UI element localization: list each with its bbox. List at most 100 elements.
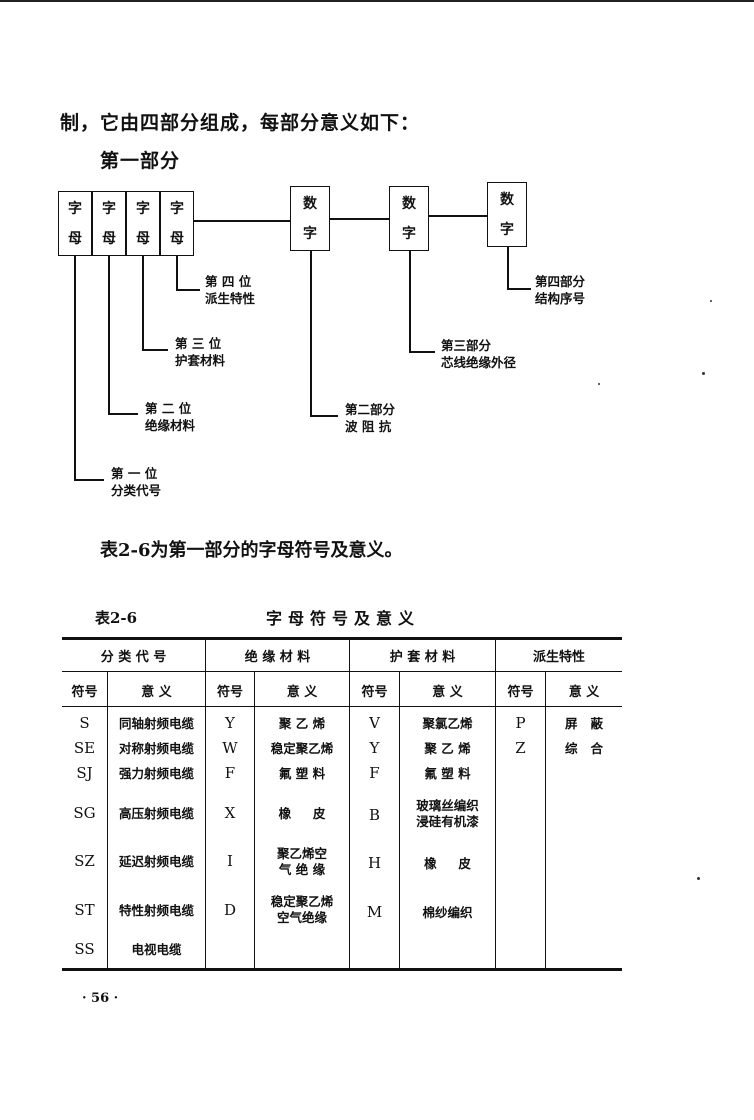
header-classification: 分 类 代 号: [100, 650, 167, 665]
insulation-meaning: 稳定聚乙烯 空气绝缘: [270, 894, 334, 925]
classification-code: ST: [74, 901, 95, 919]
part-one-heading: 第一部分: [100, 150, 181, 172]
leader-line: [310, 415, 338, 417]
subheader-symbol: 符号: [216, 685, 243, 700]
label-position-2: 第 二 位 绝缘材料: [145, 401, 196, 433]
insulation-code: X: [224, 804, 236, 822]
table-top-rule: [62, 637, 622, 640]
header-insulation: 绝 缘 材 料: [244, 650, 311, 665]
table-column-divider: [107, 672, 109, 968]
insulation-code: D: [223, 901, 237, 919]
page-number: · 56 ·: [82, 991, 119, 1006]
scan-speck: [697, 877, 700, 880]
table-column-divider: [399, 672, 401, 968]
sheath-code: H: [367, 854, 382, 872]
intro-sentence: 制，它由四部分组成，每部分意义如下：: [60, 112, 421, 134]
derived-code: P: [515, 714, 526, 732]
header-sheath: 护 套 材 料: [389, 650, 456, 665]
letter-box-2: 字 母: [92, 191, 126, 256]
leader-line: [74, 256, 76, 480]
sheath-meaning: 聚 乙 烯: [424, 741, 471, 756]
label-position-4: 第 四 位 派生特性: [205, 274, 256, 306]
insulation-meaning: 橡 皮: [278, 806, 326, 821]
table-subheader-divider: [62, 706, 622, 708]
header-derived: 派生特性: [532, 650, 585, 665]
derived-code: Z: [515, 739, 526, 757]
letter-box-4: 字 母: [160, 191, 194, 256]
subheader-meaning: 意 义: [432, 685, 463, 700]
sheath-meaning: 棉纱编织: [422, 905, 473, 920]
subheader-symbol: 符号: [507, 685, 534, 700]
sheath-code: M: [366, 903, 383, 921]
derived-meaning: 屏 蔽: [564, 716, 604, 731]
sheath-meaning: 橡 皮: [424, 856, 471, 871]
leader-line: [507, 288, 531, 290]
label-position-3: 第 三 位 护套材料: [175, 336, 226, 368]
leader-line: [310, 251, 312, 416]
connector-line: [194, 220, 290, 222]
classification-code: S: [79, 714, 90, 732]
label-part-4: 第四部分 结构序号: [535, 274, 586, 306]
letter-box-3: 字 母: [126, 191, 160, 256]
scan-speck: [702, 372, 705, 375]
derived-meaning: 综 合: [564, 741, 604, 756]
classification-code: SJ: [76, 764, 93, 782]
subheader-meaning: 意 义: [286, 685, 318, 700]
label-part-3: 第三部分 芯线绝缘外径: [441, 338, 517, 370]
scan-speck: [710, 300, 712, 302]
leader-line: [74, 479, 104, 481]
classification-meaning: 高压射频电缆: [118, 806, 194, 821]
leader-line: [142, 349, 168, 351]
table-header-divider: [62, 671, 622, 673]
table-column-divider: [545, 672, 547, 968]
insulation-meaning: 氟 塑 料: [278, 766, 326, 781]
classification-meaning: 特性射频电缆: [118, 903, 194, 918]
table-column-divider: [254, 672, 256, 968]
insulation-meaning: 聚 乙 烯: [278, 716, 326, 731]
sheath-code: V: [369, 714, 380, 732]
subheader-symbol: 符号: [71, 685, 98, 700]
table-column-divider: [349, 640, 351, 968]
connector-line: [429, 215, 487, 217]
classification-code: SZ: [74, 852, 95, 870]
leader-line: [409, 351, 435, 353]
sheath-code: F: [369, 764, 380, 782]
table-intro-sentence: 表2-6为第一部分的字母符号及意义。: [100, 540, 403, 561]
leader-line: [409, 251, 411, 352]
letter-box-1: 字 母: [58, 191, 92, 256]
classification-meaning: 电视电缆: [131, 942, 182, 957]
subheader-meaning: 意 义: [141, 685, 172, 700]
connector-line: [330, 218, 389, 220]
digit-box-part3: 数 字: [389, 186, 429, 251]
sheath-meaning: 氟 塑 料: [424, 766, 471, 781]
leader-line: [176, 256, 178, 290]
classification-meaning: 同轴射频电缆: [118, 716, 194, 731]
insulation-meaning: 聚乙烯空 气 绝 缘: [276, 846, 327, 877]
classification-meaning: 对称射频电缆: [118, 741, 194, 756]
sheath-code: Y: [369, 739, 380, 757]
classification-code: SS: [74, 940, 95, 958]
classification-meaning: 延迟射频电缆: [118, 854, 194, 869]
classification-code: SE: [73, 739, 96, 757]
insulation-code: Y: [225, 714, 235, 732]
scan-speck: [598, 383, 600, 385]
table-title: 字母符号及意义: [266, 609, 421, 628]
table-column-divider: [205, 640, 207, 968]
leader-line: [108, 413, 138, 415]
sheath-code: B: [368, 806, 381, 824]
top-border-rule: [0, 0, 754, 2]
sheath-meaning: 聚氯乙烯: [422, 716, 473, 731]
classification-code: SG: [73, 804, 96, 822]
insulation-code: W: [222, 739, 238, 757]
subheader-meaning: 意 义: [568, 685, 600, 700]
insulation-code: F: [224, 764, 236, 782]
insulation-code: I: [227, 852, 233, 870]
subheader-symbol: 符号: [361, 685, 388, 700]
sheath-meaning: 玻璃丝编织 浸硅有机漆: [416, 798, 479, 829]
leader-line: [108, 256, 110, 414]
table-bottom-rule: [62, 968, 622, 971]
table-number: 表2-6: [95, 609, 138, 627]
table-column-divider: [495, 640, 497, 968]
leader-line: [142, 256, 144, 350]
leader-line: [507, 247, 509, 289]
